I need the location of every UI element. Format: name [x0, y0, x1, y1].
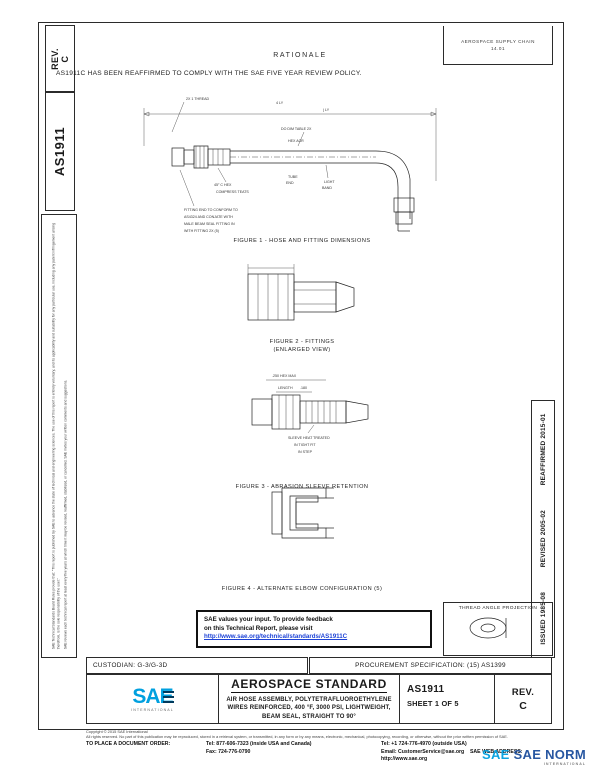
footer-web-url[interactable]: http://www.sae.org — [381, 756, 428, 763]
watermark-text: SAE NORM — [513, 747, 586, 762]
legal-notice-column: SAE Technical Standards Board Rules prov… — [41, 214, 77, 658]
classification-line-1: AEROSPACE SUPPLY CHAIN — [461, 39, 535, 44]
rationale-heading: RATIONALE — [273, 52, 327, 59]
sheet-number: SHEET 1 OF 5 — [407, 699, 459, 708]
sae-logo-bar-1 — [162, 690, 174, 693]
footer-fax: Fax: 724-776-0790 — [206, 748, 251, 755]
thread-projection-caption: THREAD ANGLE PROJECTION — [458, 606, 538, 611]
page-footer: Copyright © 2015 SAE International All r… — [86, 729, 556, 764]
footer-tel-inside: Tel: 877-606-7323 (inside USA and Canada… — [206, 741, 312, 748]
revision-box: REV. C — [45, 25, 75, 93]
standard-type: AEROSPACE STANDARD — [231, 676, 387, 693]
procurement-label: PROCUREMENT SPECIFICATION: (15) AS1399 — [355, 662, 506, 669]
engineering-drawings: ( LY 2X 1 THREAD DO DIM TABLE 2X HEX ACR — [76, 86, 528, 606]
thread-projection-box: THREAD ANGLE PROJECTION — [443, 602, 553, 656]
svg-text:END: END — [286, 181, 294, 185]
document-number-vertical: AS1911 — [52, 126, 68, 176]
footer-order-label: TO PLACE A DOCUMENT ORDER: — [86, 741, 171, 748]
footer-web-label: SAE WEB ADDRESS: — [469, 748, 523, 755]
custodian-field: CUSTODIAN: G-3/G-3D — [86, 657, 308, 674]
svg-text:BAND: BAND — [322, 186, 332, 190]
title-block: SAE INTERNATIONAL AEROSPACE STANDARD AIR… — [86, 674, 552, 724]
figure-4-drawing — [271, 487, 334, 539]
svg-text:.180: .180 — [300, 386, 307, 390]
classification-line-2: 14.01 — [491, 46, 505, 51]
feedback-box[interactable]: SAE values your input. To provide feedba… — [196, 610, 432, 648]
footer-rights: All rights reserved. No part of this pub… — [86, 734, 508, 740]
svg-text:SLEEVE HEAT TREATED: SLEEVE HEAT TREATED — [288, 436, 330, 440]
sae-logo: SAE — [132, 686, 174, 707]
svg-text:FITTING END TO CONFORM TO: FITTING END TO CONFORM TO — [184, 208, 238, 212]
feedback-line-1: SAE values your input. To provide feedba… — [204, 616, 333, 623]
thread-projection-symbol — [469, 617, 507, 639]
figure-3-drawing: .250 HEX MAX LENGTH .180 SLEEVE HEAT TRE… — [251, 374, 369, 454]
svg-text:MALE BEAM SEAL FITTING IN: MALE BEAM SEAL FITTING IN — [184, 222, 235, 226]
title-block-logo-cell: SAE INTERNATIONAL — [87, 675, 219, 723]
svg-text:DO DIM TABLE 2X: DO DIM TABLE 2X — [281, 127, 312, 131]
rationale-body: AS1911C HAS BEEN REAFFIRMED TO COMPLY WI… — [56, 70, 362, 77]
svg-text:2X 1 THREAD: 2X 1 THREAD — [186, 97, 210, 101]
sae-logo-bar-3 — [162, 700, 174, 703]
feedback-link[interactable]: http://www.sae.org/technical/standards/A… — [204, 633, 348, 641]
document-title-line-3: BEAM SEAL, STRAIGHT TO 90° — [262, 713, 356, 720]
footer-copyright: Copyright © 2015 SAE International — [86, 729, 148, 734]
document-number-box: AS1911 — [45, 91, 75, 211]
figure-2-caption-line2: (ENLARGED VIEW) — [273, 347, 331, 353]
title-block-revision-value: C — [519, 700, 527, 712]
classification-box: AEROSPACE SUPPLY CHAIN 14.01 — [443, 26, 553, 65]
procurement-field: PROCUREMENT SPECIFICATION: (15) AS1399 — [309, 657, 552, 674]
footer-tel-outside: Tel: +1 724-776-4970 (outside USA) — [381, 741, 467, 748]
svg-text:LIGHT: LIGHT — [324, 180, 335, 184]
svg-text:( LY: ( LY — [323, 108, 330, 112]
svg-text:HEX ACR: HEX ACR — [288, 139, 304, 143]
svg-text:45° C HEX: 45° C HEX — [214, 183, 232, 187]
document-title-line-1: AIR HOSE ASSEMBLY, POLYTETRAFLUOROETHYLE… — [226, 696, 392, 703]
footer-email[interactable]: Email: CustomerService@sae.org — [381, 748, 465, 755]
watermark-subtitle: INTERNATIONAL — [543, 762, 586, 766]
revision-history-item-revised: REVISED 2005-02 — [539, 510, 547, 568]
svg-text:LENGTH: LENGTH — [278, 386, 293, 390]
figure-3-caption: FIGURE 3 - ABRASION SLEEVE RETENTION — [235, 484, 369, 490]
figure-1-caption: FIGURE 1 - HOSE AND FITTING DIMENSIONS — [233, 238, 371, 244]
sae-logo-subtitle: INTERNATIONAL — [131, 707, 174, 712]
figure-1-drawing: ( LY 2X 1 THREAD DO DIM TABLE 2X HEX ACR — [143, 97, 437, 233]
title-block-revision-cell: REV. C — [495, 675, 551, 723]
svg-text:IN TIGHT FIT: IN TIGHT FIT — [294, 443, 316, 447]
svg-text:.250 HEX MAX: .250 HEX MAX — [272, 374, 297, 378]
custodian-label: CUSTODIAN: G-3/G-3D — [93, 662, 168, 669]
watermark-mark: SAE — [481, 747, 510, 762]
feedback-line-2: on this Technical Report, please visit — [204, 624, 313, 632]
svg-text:IN STEP: IN STEP — [298, 450, 313, 454]
title-block-title-cell: AEROSPACE STANDARD AIR HOSE ASSEMBLY, PO… — [219, 675, 400, 723]
sae-logo-bar-2 — [162, 695, 174, 698]
title-block-revision-label: REV. — [511, 686, 535, 697]
figure-2-drawing — [247, 264, 355, 321]
svg-text:COMPRESS TEATS: COMPRESS TEATS — [216, 190, 249, 194]
document-number: AS1911 — [407, 684, 445, 695]
svg-text:WITH FITTING 2X (5): WITH FITTING 2X (5) — [184, 229, 219, 233]
revision-history-item-reaffirmed: REAFFIRMED 2015-01 — [539, 413, 547, 486]
legal-notice-1: SAE Technical Standards Board Rules prov… — [51, 222, 61, 650]
watermark: SAE SAE NORM INTERNATIONAL — [482, 747, 586, 766]
title-block-number-cell: AS1911 SHEET 1 OF 5 — [400, 675, 495, 723]
figure-4-caption: FIGURE 4 - ALTERNATE ELBOW CONFIGURATION… — [221, 586, 383, 592]
figure-2-caption-line1: FIGURE 2 - FITTINGS — [269, 339, 335, 345]
svg-text:AS4324 AND CONJATE WITH: AS4324 AND CONJATE WITH — [184, 215, 233, 219]
svg-text:TUBE: TUBE — [288, 175, 298, 179]
svg-text:4 LY: 4 LY — [276, 101, 284, 105]
legal-notice-2: SAE reviews each technical report at lea… — [63, 379, 68, 650]
document-title-line-2: WIRES REINFORCED, 400 °F, 3000 PSI, LIGH… — [227, 705, 391, 712]
